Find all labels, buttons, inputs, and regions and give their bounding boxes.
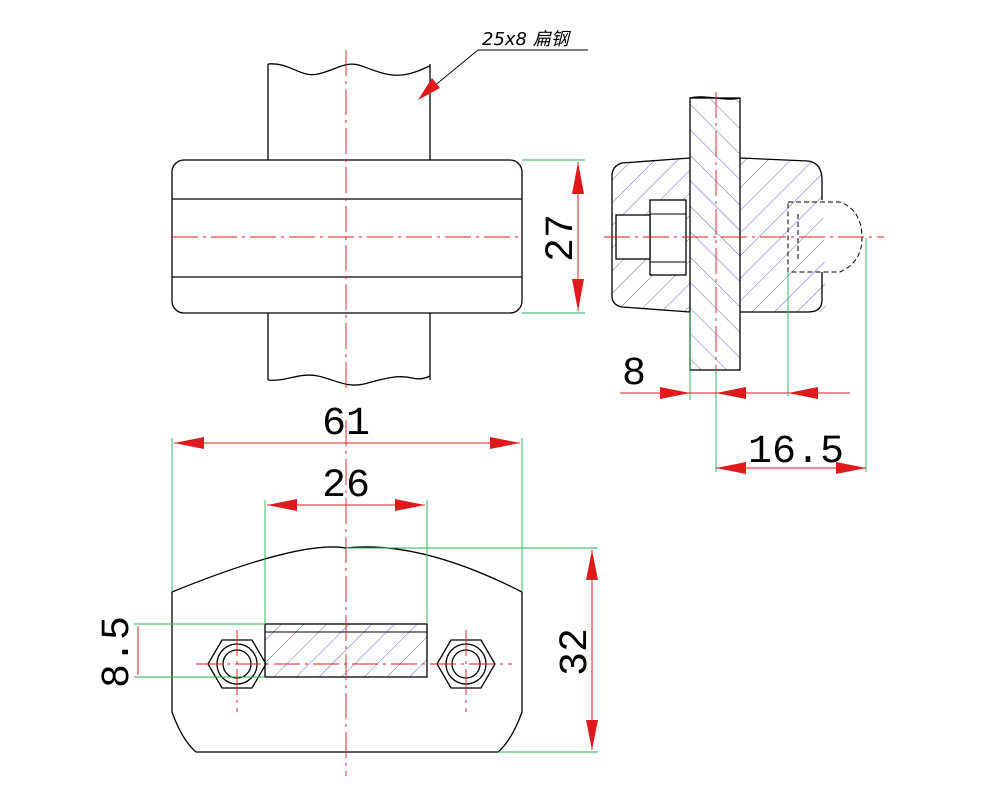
dim-16-5-label: 16.5 [748,430,844,475]
dim-8-arrow-right [716,387,746,399]
dim-32-arrow-top [586,550,598,580]
dim-16-5-arrow-right [836,462,866,474]
dim-27-arrow-top [572,162,584,194]
dim-8-arrow-left [660,387,690,399]
flat-bar-section [689,97,741,371]
dim-61-arrow-right [490,437,520,449]
dim-26-arrow-right [395,499,425,511]
dim-61-label: 61 [322,402,370,447]
side-section-view: 8 16.5 [604,92,884,475]
dim-16-5-arrow-left [716,462,746,474]
front-view: 25x8 扁钢 27 [171,29,588,390]
clamp-block [171,159,523,314]
dim-61-arrow-left [174,437,204,449]
dim-16-5-arrow-aux [788,387,818,399]
hidden-wedge [787,201,863,273]
dim-32-label: 32 [554,628,599,676]
dim-27-arrow-bottom [572,279,584,311]
flat-steel-bar-top [267,63,431,160]
flat-bar-break-top [689,96,741,100]
bolt-head [649,199,687,276]
dim-8-5-label: 8.5 [96,616,141,688]
clamp-section-right-hatch [740,158,826,312]
dim-27-label: 27 [540,214,585,262]
clamp-top-outline [171,546,523,753]
clamp-section-outline [611,157,823,313]
flat-steel-bar-bottom [267,313,431,386]
top-view: 61 26 8.5 32 [96,402,599,776]
dim-8-label: 8 [622,352,646,397]
dim-32-arrow-bottom [586,720,598,750]
note-arrow [418,78,440,100]
flat-steel-note: 25x8 扁钢 [482,29,572,50]
dim-26-label: 26 [322,464,370,509]
dim-26-arrow-left [267,499,297,511]
